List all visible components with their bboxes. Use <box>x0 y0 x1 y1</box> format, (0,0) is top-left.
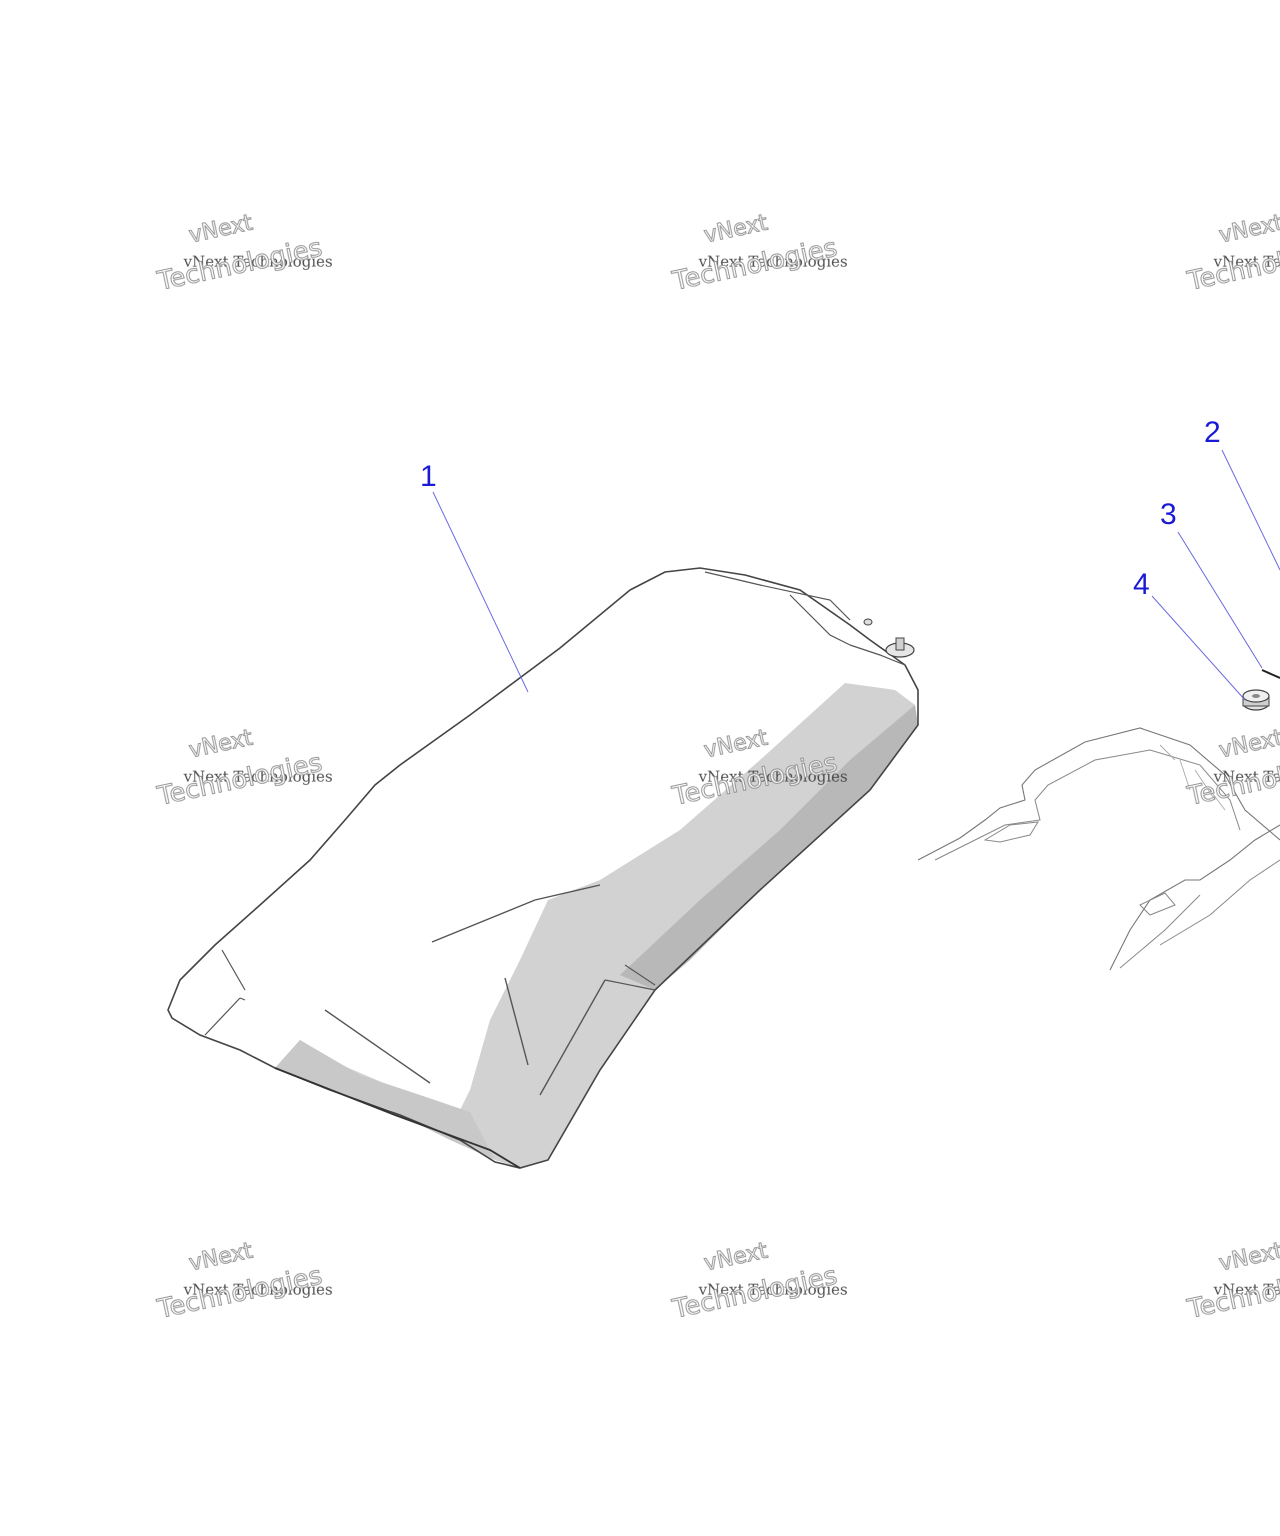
bolt-part <box>1261 669 1280 679</box>
bracket-tab <box>1139 892 1176 916</box>
callout-3: 3 <box>1160 498 1177 531</box>
bracket-inner <box>934 749 1241 861</box>
watermarks: vNext vNext Technologies Technologies vN… <box>154 210 1280 1326</box>
watermark: vNext vNext Technologies Technologies <box>669 1238 848 1326</box>
seat-front-shade <box>275 1040 495 1160</box>
svg-text:Technologies: Technologies <box>154 233 325 297</box>
svg-text:Technologies: Technologies <box>154 748 325 812</box>
seat-rear-line <box>849 644 906 666</box>
svg-text:vNext: vNext <box>187 211 255 249</box>
watermark: vNext vNext Technologies Technologies <box>1184 1238 1280 1326</box>
svg-text:vNext Technologies: vNext Technologies <box>1213 253 1280 271</box>
watermark: vNext vNext Technologies Technologies <box>669 210 848 298</box>
seat-bottom-edge <box>274 1067 521 1169</box>
watermark: vNext vNext Technologies Technologies <box>154 1238 333 1326</box>
svg-text:vNext Technologies: vNext Technologies <box>183 253 333 271</box>
leader-line-4 <box>1151 595 1246 701</box>
svg-text:vNext: vNext <box>1217 726 1280 764</box>
callout-4: 4 <box>1133 568 1150 601</box>
leader-line-3 <box>1177 531 1263 669</box>
seat-crease-3 <box>504 977 529 1066</box>
svg-text:vNext: vNext <box>1217 1239 1280 1277</box>
svg-text:vNext Technologies: vNext Technologies <box>1213 1281 1280 1299</box>
seat-side-dark <box>620 705 918 990</box>
bracket-part <box>917 669 1280 971</box>
svg-text:vNext: vNext <box>187 726 255 764</box>
callout-2: 2 <box>1204 416 1221 449</box>
seat-side-shade <box>275 683 918 1168</box>
svg-text:vNext: vNext <box>702 1239 770 1277</box>
seat-front-lines <box>204 949 246 1036</box>
svg-text:vNext Technologies: vNext Technologies <box>698 253 848 271</box>
leader-line-2 <box>1221 449 1280 571</box>
watermark: vNext vNext Technologies Technologies <box>154 210 333 298</box>
seat-crease-4 <box>539 979 606 1096</box>
svg-text:vNext Technologies: vNext Technologies <box>183 1281 333 1299</box>
bracket-arm <box>1109 824 1280 971</box>
leader-lines <box>432 449 1280 701</box>
watermark: vNext vNext Technologies Technologies <box>669 725 848 813</box>
seat-crease-2 <box>324 1009 431 1084</box>
watermark: vNext vNext Technologies Technologies <box>1184 210 1280 298</box>
watermark: vNext vNext Technologies Technologies <box>154 725 333 813</box>
seat-crease-6 <box>624 964 656 986</box>
seat-latch <box>863 618 915 658</box>
seat-mid-crease <box>431 884 601 943</box>
seat-top-edge-line <box>704 571 851 621</box>
svg-text:vNext: vNext <box>702 726 770 764</box>
svg-text:Technologies: Technologies <box>669 1261 840 1325</box>
bracket-slot <box>983 821 1039 843</box>
svg-text:vNext: vNext <box>1217 211 1280 249</box>
svg-text:Technologies: Technologies <box>154 1261 325 1325</box>
svg-text:vNext: vNext <box>187 1239 255 1277</box>
bracket-arm-inner <box>1119 859 1280 969</box>
leader-line-1 <box>432 491 529 693</box>
seat-crease-5 <box>604 979 656 991</box>
svg-text:vNext Technologies: vNext Technologies <box>698 1281 848 1299</box>
seat-part <box>167 567 919 1169</box>
watermark: vNext vNext Technologies Technologies <box>1184 725 1280 813</box>
seat-back-ridge <box>789 594 851 646</box>
svg-text:vNext Technologies: vNext Technologies <box>698 768 848 786</box>
bracket-outline <box>917 727 1280 861</box>
grommet-part <box>1242 689 1270 711</box>
svg-text:vNext Technologies: vNext Technologies <box>1213 768 1280 786</box>
svg-text:vNext Technologies: vNext Technologies <box>183 768 333 786</box>
callout-1: 1 <box>420 460 437 493</box>
callouts: 1 2 3 4 <box>420 416 1221 601</box>
bracket-rib <box>1159 744 1226 811</box>
svg-text:Technologies: Technologies <box>669 233 840 297</box>
svg-text:vNext: vNext <box>702 211 770 249</box>
